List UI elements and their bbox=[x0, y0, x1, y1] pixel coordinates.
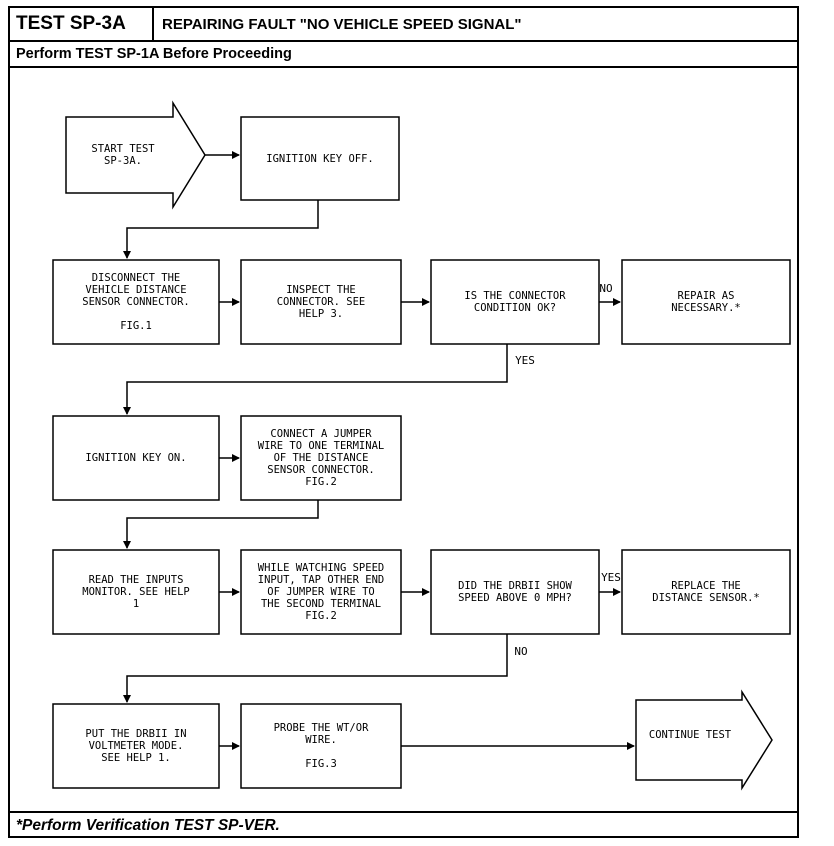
continue-test-text: CONTINUE TEST bbox=[648, 729, 732, 741]
box-did-show bbox=[430, 549, 600, 635]
replace-text: REPLACE THE DISTANCE SENSOR.* bbox=[652, 580, 760, 604]
box-read-inputs bbox=[52, 549, 220, 635]
arrow-jumper-readinputs bbox=[123, 500, 319, 549]
box-ign-off bbox=[240, 116, 400, 201]
start-block-arrow bbox=[65, 100, 206, 210]
box-voltmeter bbox=[52, 703, 220, 789]
page-title: REPAIRING FAULT "NO VEHICLE SPEED SIGNAL… bbox=[162, 16, 522, 33]
label-yes-2: YES bbox=[601, 571, 621, 584]
label-no-1: NO bbox=[599, 282, 613, 295]
ign-on-text: IGNITION KEY ON. bbox=[85, 452, 187, 464]
test-id: TEST SP-3A bbox=[10, 8, 154, 40]
subtitle: Perform TEST SP-1A Before Proceeding bbox=[10, 42, 797, 68]
is-ok-text: IS THE CONNECTOR CONDITION OK? bbox=[464, 290, 566, 314]
read-inputs-text: READ THE INPUTS MONITOR. SEE HELP 1 bbox=[82, 574, 190, 610]
box-jumper bbox=[240, 415, 402, 501]
arrow-isok-ignon bbox=[123, 344, 508, 415]
start-test-text: START TEST SP-3A. bbox=[91, 143, 155, 167]
header-bar: TEST SP-3A REPAIRING FAULT "NO VEHICLE S… bbox=[10, 8, 797, 42]
repair-text: REPAIR AS NECESSARY.* bbox=[671, 290, 741, 314]
footer-note: *Perform Verification TEST SP-VER. bbox=[10, 811, 797, 838]
continue-block-arrow bbox=[635, 689, 773, 791]
box-while-watching bbox=[240, 549, 402, 635]
disconnect-text: DISCONNECT THE VEHICLE DISTANCE SENSOR C… bbox=[82, 272, 190, 332]
while-watching-text: WHILE WATCHING SPEED INPUT, TAP OTHER EN… bbox=[257, 562, 385, 622]
did-show-text: DID THE DRBII SHOW SPEED ABOVE 0 MPH? bbox=[458, 580, 572, 604]
box-disconnect bbox=[52, 259, 220, 345]
box-ign-on bbox=[52, 415, 220, 501]
box-is-ok bbox=[430, 259, 600, 345]
inspect-text: INSPECT THE CONNECTOR. SEE HELP 3. bbox=[276, 284, 366, 320]
arrow-didshow-voltmeter bbox=[123, 634, 508, 703]
box-replace bbox=[621, 549, 791, 635]
jumper-text: CONNECT A JUMPER WIRE TO ONE TERMINAL OF… bbox=[257, 428, 385, 488]
box-inspect bbox=[240, 259, 402, 345]
probe-text: PROBE THE WT/OR WIRE. FIG.3 bbox=[273, 722, 369, 770]
label-no-2: NO bbox=[514, 645, 528, 658]
label-yes-1: YES bbox=[515, 354, 535, 367]
box-repair bbox=[621, 259, 791, 345]
ign-off-text: IGNITION KEY OFF. bbox=[266, 152, 374, 165]
voltmeter-text: PUT THE DRBII IN VOLTMETER MODE. SEE HEL… bbox=[85, 728, 187, 764]
page-frame: TEST SP-3A REPAIRING FAULT "NO VEHICLE S… bbox=[8, 6, 799, 838]
arrow-ignoff-disconnect bbox=[123, 200, 319, 259]
